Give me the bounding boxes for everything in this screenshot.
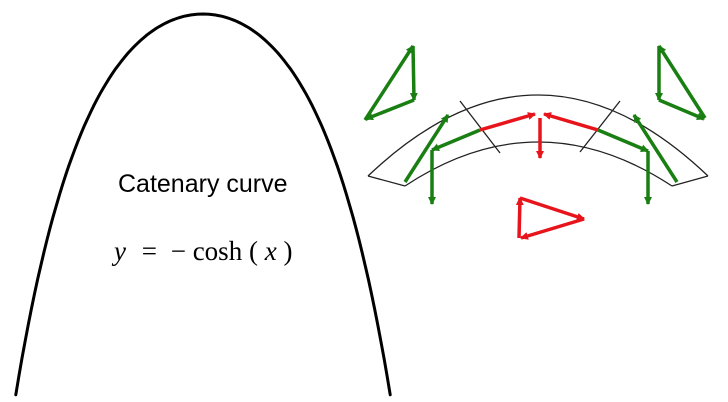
force-arrow [409, 45, 418, 101]
arch-left-base [367, 175, 406, 187]
diagram-title: Catenary curve [118, 170, 288, 198]
equation-arg: x [264, 236, 277, 266]
equation-func: cosh [193, 236, 243, 266]
force-triangle-green-right [655, 45, 707, 121]
force-arrow [519, 196, 585, 221]
force-arrow [597, 128, 649, 153]
force-arrow [363, 45, 415, 121]
force-arrow [515, 197, 524, 239]
force-arrow [632, 114, 679, 183]
force-arrow [520, 217, 585, 240]
arch-joint-left [459, 100, 501, 154]
equation-equals: = [142, 236, 157, 266]
catenary-curve [14, 12, 392, 397]
arch-right-base [671, 175, 709, 187]
arch-forces-green-right [597, 114, 679, 205]
force-triangle-green-left [363, 45, 418, 121]
arch-outer-edge [367, 94, 709, 177]
force-arrow [658, 98, 705, 121]
arch-structure [367, 94, 709, 187]
equation-close-paren: ) [283, 236, 292, 266]
force-triangle-red [515, 196, 585, 240]
force-arrow [657, 45, 707, 119]
equation-minus: − [171, 236, 186, 266]
force-arrow [479, 112, 536, 132]
force-arrow [543, 112, 599, 132]
force-arrow [365, 98, 415, 121]
equation: y = − cosh ( x ) [111, 236, 292, 266]
force-arrow [403, 114, 450, 183]
equation-lhs: y [111, 236, 126, 266]
force-arrow [431, 128, 481, 152]
arch-forces-green-left [403, 114, 481, 205]
arch-joint-right [579, 100, 621, 153]
equation-open-paren: ( [249, 236, 258, 266]
keystone-forces-red [479, 112, 599, 159]
